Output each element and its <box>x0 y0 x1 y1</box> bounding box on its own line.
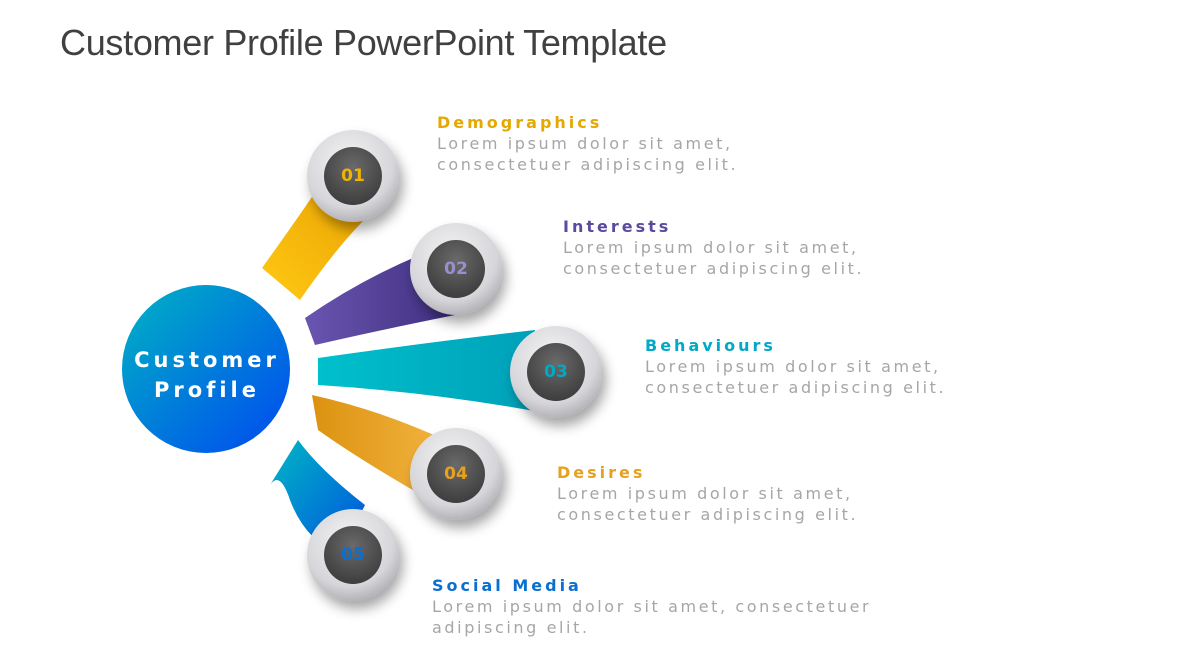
hub-line2: Profile <box>154 378 260 402</box>
item-social-media: Social Media Lorem ipsum dolor sit amet,… <box>432 575 871 638</box>
item-heading: Behaviours <box>645 336 776 355</box>
item-demographics: Demographics Lorem ipsum dolor sit amet,… <box>437 112 738 175</box>
badge-number-01: 01 <box>341 166 365 186</box>
hub-label: Customer Profile <box>122 345 292 405</box>
item-text-line2: adipiscing elit. <box>432 618 590 637</box>
item-behaviours: Behaviours Lorem ipsum dolor sit amet, c… <box>645 335 946 398</box>
item-text-line2: consectetuer adipiscing elit. <box>563 259 865 278</box>
item-text-line1: Lorem ipsum dolor sit amet, <box>437 134 733 153</box>
item-text-line2: consectetuer adipiscing elit. <box>557 505 859 524</box>
badge-number-05: 05 <box>341 545 365 565</box>
hub-circle <box>122 285 290 453</box>
item-text-line1: Lorem ipsum dolor sit amet, consectetuer <box>432 597 872 616</box>
item-desires: Desires Lorem ipsum dolor sit amet, cons… <box>557 462 858 525</box>
item-heading: Interests <box>563 217 672 236</box>
item-text-line1: Lorem ipsum dolor sit amet, <box>645 357 941 376</box>
arm-03 <box>318 330 540 412</box>
item-heading: Demographics <box>437 113 603 132</box>
badge-number-02: 02 <box>444 259 468 279</box>
item-text-line1: Lorem ipsum dolor sit amet, <box>557 484 853 503</box>
badge-number-03: 03 <box>544 362 568 382</box>
hub-line1: Customer <box>134 348 280 372</box>
slide-title: Customer Profile PowerPoint Template <box>60 22 667 63</box>
item-heading: Social Media <box>432 576 582 595</box>
item-text-line2: consectetuer adipiscing elit. <box>437 155 739 174</box>
item-text-line2: consectetuer adipiscing elit. <box>645 378 947 397</box>
item-heading: Desires <box>557 463 646 482</box>
item-text-line1: Lorem ipsum dolor sit amet, <box>563 238 859 257</box>
badge-number-04: 04 <box>444 464 468 484</box>
item-interests: Interests Lorem ipsum dolor sit amet, co… <box>563 216 864 279</box>
